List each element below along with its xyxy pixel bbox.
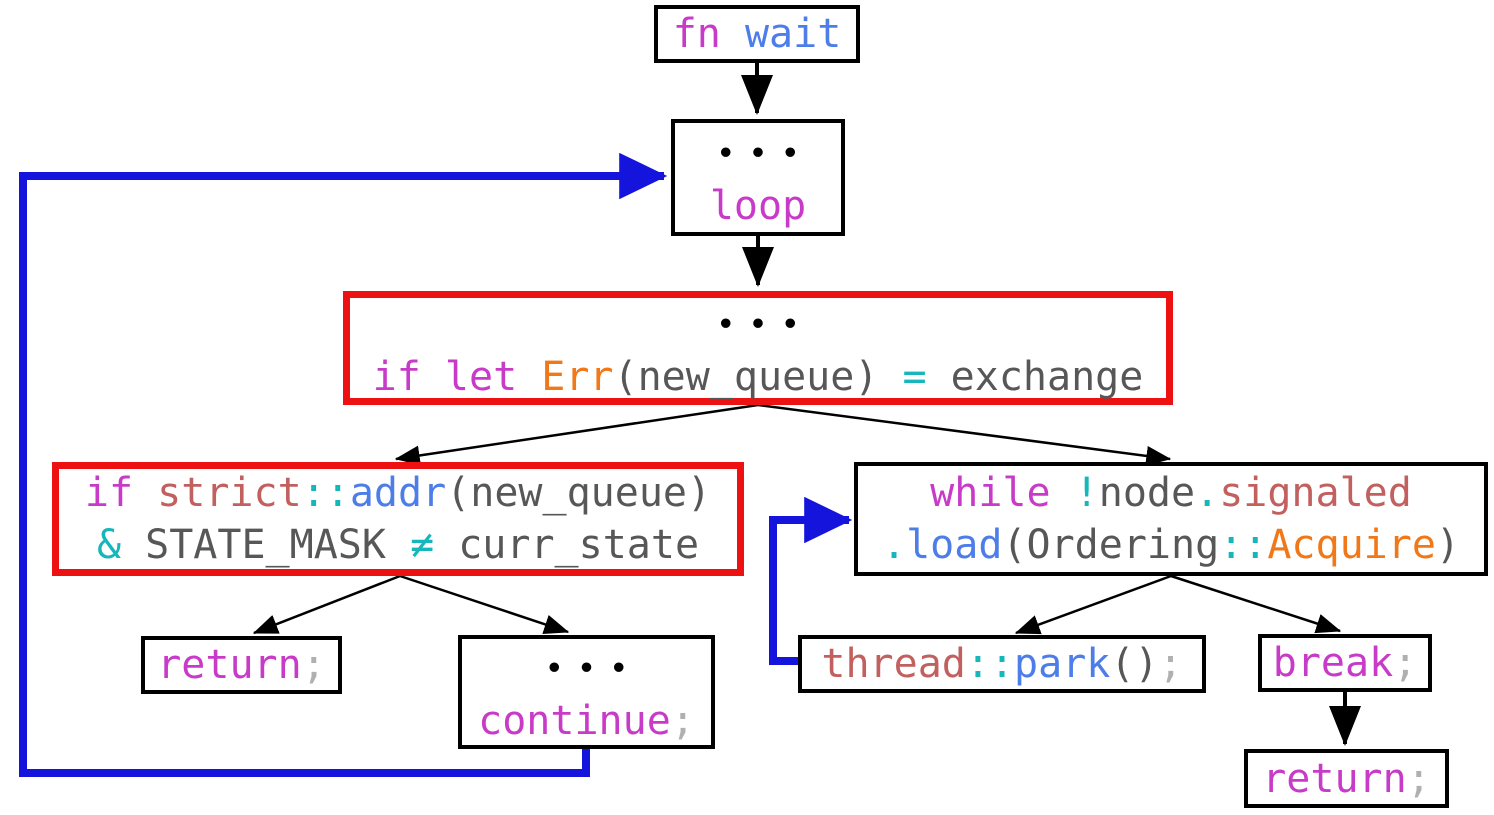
node-thread-park: thread::park(); — [798, 635, 1206, 693]
code-token: park — [1014, 641, 1111, 687]
code-line: & STATE_MASK ≠ curr_state — [97, 519, 699, 571]
node-if-let-err-exchange: ••• if let Err(new_queue) = exchange — [343, 291, 1173, 405]
code-line: thread::park(); — [821, 638, 1182, 690]
code-token: (new_queue) — [446, 470, 712, 516]
code-token: STATE_MASK — [121, 522, 411, 568]
code-line: ••• — [702, 294, 815, 351]
code-token: break — [1272, 640, 1394, 686]
code-token: . — [1195, 470, 1220, 516]
code-token: ; — [1393, 640, 1418, 686]
code-token: . — [881, 522, 907, 568]
code-token: ••• — [717, 308, 815, 340]
code-line: return; — [157, 639, 326, 691]
node-continue: ••• continue; — [458, 635, 715, 749]
code-token: loop — [709, 183, 807, 229]
code-token: ) — [1435, 522, 1460, 568]
code-token: while — [930, 470, 1051, 516]
code-token: ; — [301, 642, 326, 688]
edge-if-let-to-while — [757, 403, 1172, 466]
code-line: .load(Ordering::Acquire) — [882, 519, 1460, 571]
edge-thread-park-back-to-while — [769, 496, 853, 665]
node-loop: ••• loop — [671, 119, 845, 236]
code-token: load — [906, 522, 1003, 568]
edge-while-to-thread-park — [1014, 574, 1172, 635]
code-token: addr — [349, 470, 447, 516]
code-token: fn — [672, 11, 721, 57]
node-return-left: return; — [141, 636, 342, 694]
code-token: node — [1098, 470, 1196, 516]
code-token: ; — [1406, 755, 1431, 802]
code-token: ••• — [717, 138, 815, 169]
code-token: (new_queue) — [613, 353, 903, 400]
edge-continue-back-to-loop — [19, 152, 668, 777]
code-token — [517, 354, 541, 400]
code-line: ••• — [702, 123, 815, 180]
node-return-right: return; — [1244, 749, 1449, 808]
code-line: fn wait — [673, 8, 842, 60]
code-token: return — [157, 642, 302, 688]
code-token: wait — [744, 11, 842, 57]
code-token: thread — [821, 641, 966, 687]
edge-if-strict-to-return-left — [252, 574, 401, 635]
edge-if-let-to-if-strict — [394, 403, 759, 466]
code-line: while !node.signaled — [930, 467, 1412, 519]
code-token: ! — [1074, 470, 1099, 516]
code-token: () — [1110, 641, 1159, 687]
code-line: return; — [1262, 753, 1431, 805]
code-token: curr_state — [434, 522, 700, 568]
code-token: strict — [157, 470, 302, 516]
code-token: ••• — [546, 652, 643, 684]
node-fn-wait: fn wait — [654, 5, 860, 63]
code-token: :: — [301, 470, 350, 516]
code-token: ≠ — [410, 522, 435, 568]
code-token — [133, 470, 157, 516]
code-token: ; — [1158, 641, 1183, 687]
code-token: = — [902, 353, 927, 400]
code-token: Acquire — [1267, 522, 1436, 568]
code-token: (Ordering — [1002, 522, 1220, 568]
node-break: break; — [1258, 634, 1432, 692]
code-token — [721, 11, 745, 57]
code-line: loop — [710, 180, 806, 232]
code-token: if — [84, 470, 134, 516]
code-line: break; — [1273, 637, 1418, 689]
code-token: if let — [372, 353, 518, 400]
code-token: continue — [478, 697, 671, 744]
code-token: :: — [1219, 522, 1268, 568]
code-token — [1051, 470, 1075, 516]
edge-while-to-break — [1170, 574, 1342, 634]
code-line: ••• — [530, 638, 643, 695]
code-token: :: — [965, 641, 1015, 687]
code-line: if strict::addr(new_queue) — [85, 467, 711, 519]
node-if-strict-addr: if strict::addr(new_queue)& STATE_MASK ≠… — [52, 462, 744, 576]
code-token: signaled — [1219, 470, 1412, 516]
node-while-node-signaled: while !node.signaled.load(Ordering::Acqu… — [854, 462, 1488, 576]
code-token: exchange — [926, 353, 1144, 400]
code-token: return — [1262, 755, 1407, 802]
code-line: continue; — [478, 695, 695, 747]
edge-if-strict-to-continue — [399, 574, 570, 634]
code-token: ; — [670, 697, 695, 744]
code-token: Err — [541, 353, 614, 400]
code-line: if let Err(new_queue) = exchange — [373, 351, 1144, 403]
code-token: & — [96, 522, 122, 568]
